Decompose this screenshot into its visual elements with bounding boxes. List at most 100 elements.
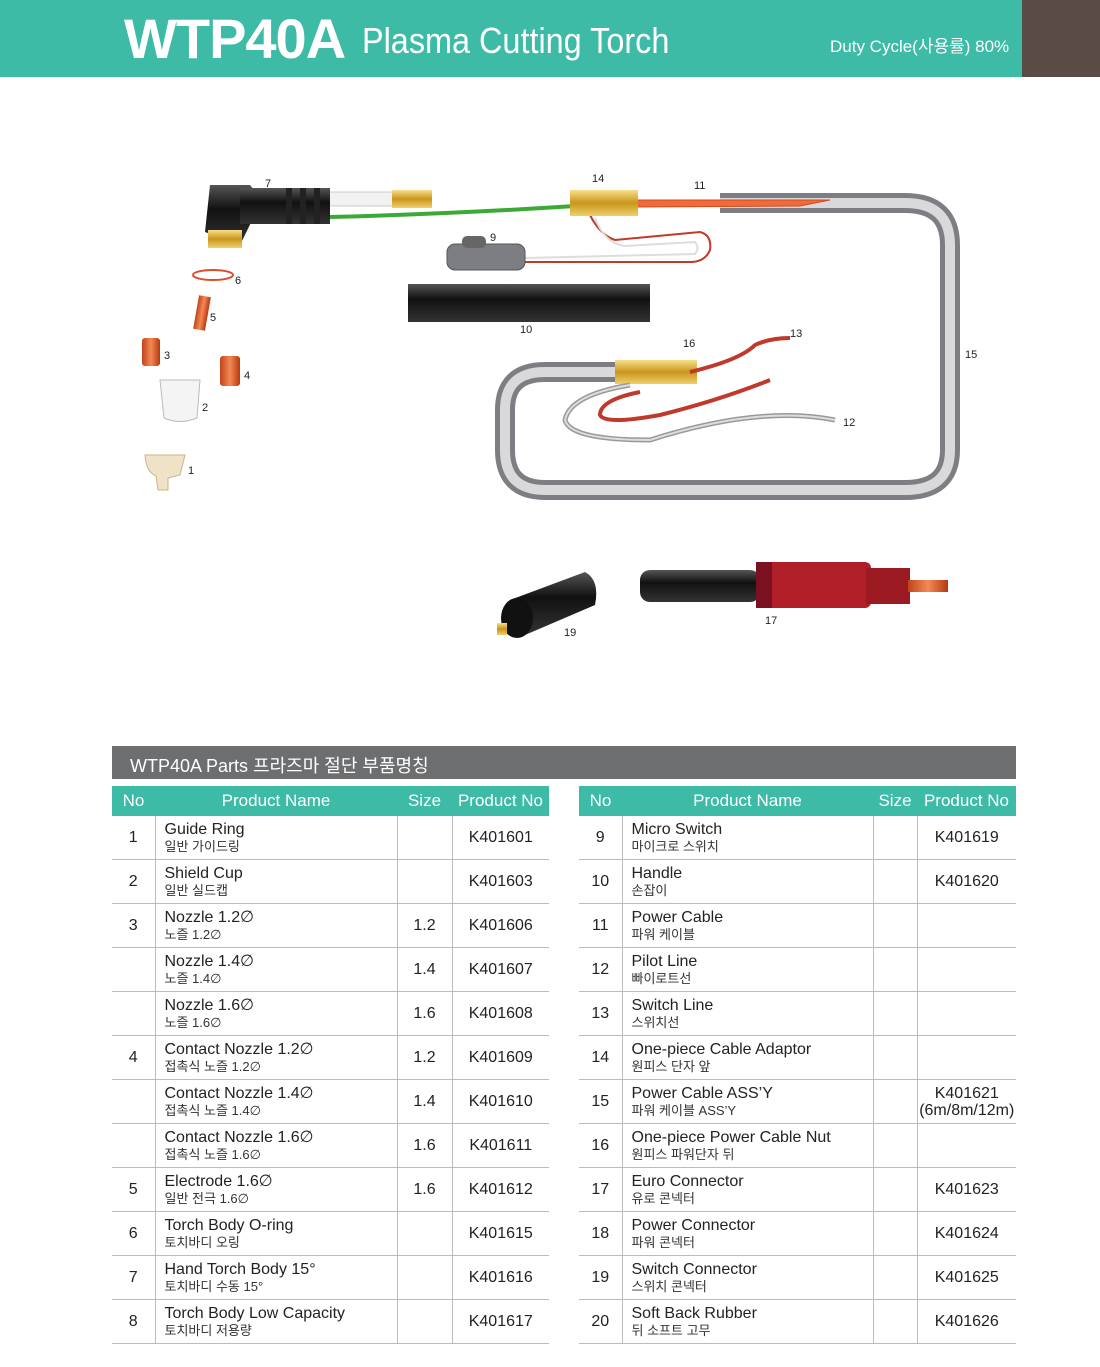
cell-size (873, 903, 918, 948)
product-name-en: One-piece Cable Adaptor (631, 1040, 812, 1058)
cell-size: 1.6 (397, 1123, 453, 1168)
cell-size (873, 1079, 918, 1124)
col-no: No (579, 786, 622, 816)
o-ring (192, 269, 234, 281)
col-size: Size (397, 786, 452, 816)
label-11: 11 (694, 180, 705, 192)
table-header-row: No Product Name Size Product No (579, 786, 1016, 816)
cell-size (873, 947, 918, 992)
product-name-en: Nozzle 1.4∅ (164, 952, 255, 970)
cell-no (112, 1079, 156, 1124)
product-name-ko: 토치바디 수동 15° (164, 1278, 264, 1294)
label-3: 3 (164, 350, 170, 362)
product-name-en: Power Cable (631, 908, 724, 926)
product-name-ko: 노즐 1.2∅ (164, 926, 222, 942)
product-name-ko: 일반 가이드링 (164, 838, 240, 854)
cell-product-name: Nozzle 1.6∅노즐 1.6∅ (155, 991, 398, 1036)
cell-product-no: K401624 (917, 1211, 1016, 1256)
product-name-ko: 원피스 파워단자 뒤 (631, 1146, 735, 1162)
product-name-en: Euro Connector (631, 1172, 744, 1190)
duty-cycle: Duty Cycle(사용률) 80% (830, 37, 1010, 56)
cell-product-no: K401625 (917, 1255, 1016, 1300)
product-name-ko: 접촉식 노즐 1.4∅ (164, 1102, 261, 1118)
cell-size (397, 859, 453, 904)
product-name-en: Nozzle 1.6∅ (164, 996, 255, 1014)
cell-no: 12 (579, 947, 623, 992)
nozzle-3 (142, 338, 160, 366)
label-14: 14 (592, 173, 604, 185)
cell-product-no: K401610 (452, 1079, 549, 1124)
cell-product-no: K401619 (917, 816, 1016, 860)
cell-size (873, 991, 918, 1036)
product-no: K401617 (468, 1313, 533, 1330)
cell-no: 4 (112, 1035, 156, 1080)
product-name-en: Switch Line (631, 996, 714, 1014)
product-name-ko: 스위치 콘넥터 (631, 1278, 707, 1294)
product-name-ko: 일반 전극 1.6∅ (164, 1190, 249, 1206)
product-name-en: Contact Nozzle 1.2∅ (164, 1040, 314, 1058)
cell-product-no: K401601 (452, 816, 549, 860)
cell-no: 8 (112, 1299, 156, 1344)
table-header-row: No Product Name Size Product No (112, 786, 549, 816)
product-name-ko: 파워 콘넥터 (631, 1234, 695, 1250)
product-name-en: Hand Torch Body 15° (164, 1260, 316, 1278)
cell-size (397, 816, 453, 860)
label-1: 1 (188, 465, 194, 477)
product-title: Plasma Cutting Torch (362, 20, 670, 61)
product-no: K401607 (468, 961, 533, 978)
cell-product-no: K401615 (452, 1211, 549, 1256)
col-product-name: Product Name (622, 786, 873, 816)
label-12: 12 (843, 417, 855, 429)
cell-size (873, 816, 918, 860)
micro-switch (446, 243, 526, 271)
product-name-ko: 파워 케이블 (631, 926, 695, 942)
product-name-ko: 손잡이 (631, 882, 668, 898)
cell-no: 10 (579, 859, 623, 904)
product-name-en: Pilot Line (631, 952, 698, 970)
col-product-no: Product No (917, 786, 1016, 816)
cell-no: 3 (112, 903, 156, 948)
product-name-ko: 마이크로 스위치 (631, 838, 719, 854)
label-6: 6 (235, 275, 241, 287)
cell-no: 15 (579, 1079, 623, 1124)
header-bar (0, 0, 1022, 77)
cell-no: 5 (112, 1167, 156, 1212)
label-7: 7 (265, 178, 271, 190)
cell-no: 14 (579, 1035, 623, 1080)
cell-size (873, 1255, 918, 1300)
cell-product-no (917, 1035, 1016, 1080)
label-4: 4 (244, 370, 250, 382)
parts-section-bar (112, 746, 1016, 779)
product-no: K401623 (934, 1181, 999, 1198)
product-name-ko: 접촉식 노즐 1.6∅ (164, 1146, 261, 1162)
product-name-en: Power Connector (631, 1216, 756, 1234)
label-16: 16 (683, 338, 695, 350)
header-dark-block (1022, 0, 1100, 77)
label-5: 5 (210, 312, 216, 324)
product-no: K401603 (468, 873, 533, 890)
cell-product-no: K401608 (452, 991, 549, 1036)
shield-cup (159, 379, 201, 422)
euro-connector (640, 562, 948, 608)
product-name-en: Power Cable ASS’Y (631, 1084, 773, 1102)
